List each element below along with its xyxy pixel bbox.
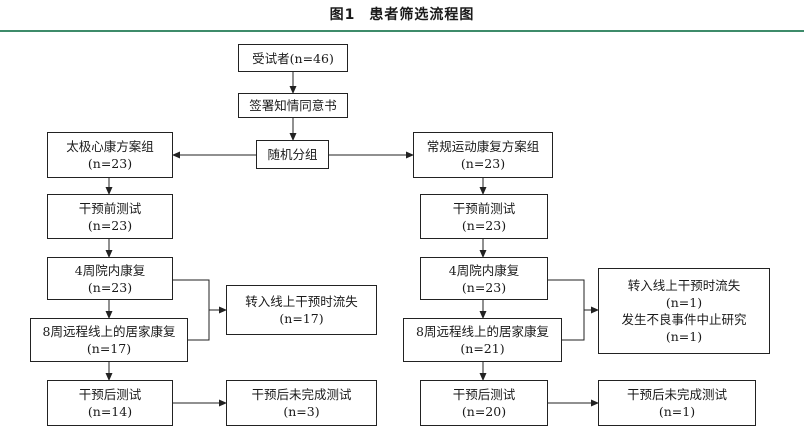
right-dropout-count: (n=1) — [665, 295, 703, 310]
left-group-label: 太极心康方案组 — [66, 139, 154, 154]
left-week8-label: 8周远程线上的居家康复 — [42, 324, 176, 339]
figure-number: 图1 — [329, 7, 356, 23]
randomize-label: 随机分组 — [267, 147, 318, 162]
right-pre-test-box: 干预前测试 (n=23) — [420, 194, 548, 239]
left-week4-label: 4周院内康复 — [74, 262, 146, 278]
right-incomplete-count: (n=1) — [658, 404, 696, 419]
right-incomplete-label: 干预后未完成测试 — [626, 387, 727, 402]
right-week4-count: (n=23) — [461, 279, 507, 295]
left-incomplete-label: 干预后未完成测试 — [251, 387, 352, 402]
right-dropout-box: 转入线上干预时流失 (n=1) 发生不良事件中止研究 (n=1) — [598, 268, 770, 354]
right-adverse-event-label: 发生不良事件中止研究 — [621, 312, 747, 327]
left-incomplete-count: (n=3) — [283, 404, 320, 419]
left-week8-count: (n=17) — [86, 341, 132, 356]
title-rule — [0, 30, 804, 32]
right-group-box: 常规运动康复方案组 (n=23) — [413, 132, 553, 178]
right-week4-label: 4周院内康复 — [448, 262, 520, 278]
right-group-label: 常规运动康复方案组 — [426, 139, 540, 154]
left-group-box: 太极心康方案组 (n=23) — [47, 132, 173, 178]
figure-title: 图1 患者筛选流程图 — [0, 4, 804, 24]
consent-box: 签署知情同意书 — [238, 93, 348, 118]
left-post-test-box: 干预后测试 (n=14) — [47, 380, 173, 426]
left-week4-box: 4周院内康复 (n=23) — [47, 257, 173, 300]
right-group-count: (n=23) — [460, 156, 506, 171]
right-adverse-event-count: (n=1) — [665, 329, 703, 344]
left-pre-test-label: 干预前测试 — [78, 200, 142, 216]
subjects-box: 受试者(n=46) — [238, 44, 348, 72]
right-week8-box: 8周远程线上的居家康复 (n=21) — [403, 318, 562, 362]
subjects-label: 受试者(n=46) — [252, 50, 334, 66]
right-week8-label: 8周远程线上的居家康复 — [416, 324, 549, 339]
left-post-test-count: (n=14) — [87, 404, 133, 419]
right-dropout-label: 转入线上干预时流失 — [627, 278, 741, 293]
right-week8-count: (n=21) — [460, 341, 505, 356]
right-week4-box: 4周院内康复 (n=23) — [420, 257, 548, 300]
left-pre-test-count: (n=23) — [87, 217, 133, 233]
left-week4-count: (n=23) — [87, 279, 133, 295]
right-pre-test-label: 干预前测试 — [452, 200, 516, 216]
left-dropout-label: 转入线上干预时流失 — [245, 294, 358, 309]
left-group-count: (n=23) — [87, 156, 133, 171]
consent-label: 签署知情同意书 — [249, 98, 337, 113]
left-week8-box: 8周远程线上的居家康复 (n=17) — [30, 318, 188, 362]
left-post-test-label: 干预后测试 — [78, 387, 142, 402]
right-pre-test-count: (n=23) — [461, 217, 507, 233]
left-dropout-count: (n=17) — [279, 311, 324, 326]
left-incomplete-box: 干预后未完成测试 (n=3) — [226, 380, 377, 426]
figure-caption: 患者筛选流程图 — [369, 7, 475, 23]
right-post-test-label: 干预后测试 — [452, 387, 516, 402]
right-post-test-box: 干预后测试 (n=20) — [420, 380, 548, 426]
randomize-box: 随机分组 — [256, 140, 329, 169]
right-post-test-count: (n=20) — [461, 404, 507, 419]
left-pre-test-box: 干预前测试 (n=23) — [47, 194, 173, 239]
right-incomplete-box: 干预后未完成测试 (n=1) — [598, 380, 756, 426]
left-dropout-box: 转入线上干预时流失 (n=17) — [226, 285, 377, 335]
